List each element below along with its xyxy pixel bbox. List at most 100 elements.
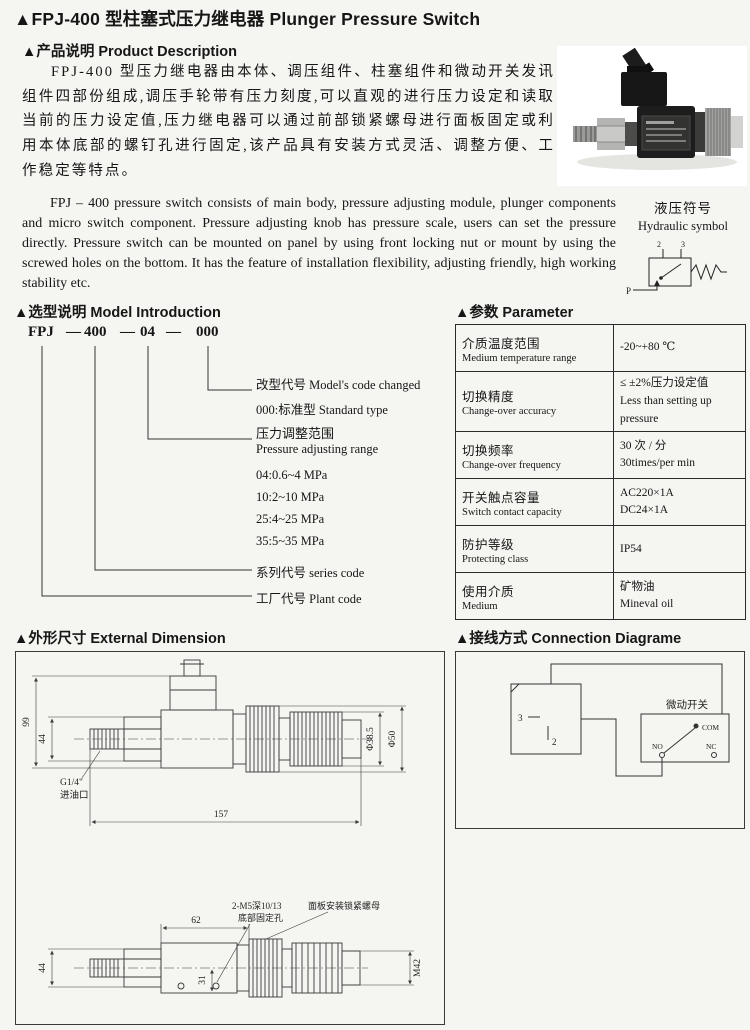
connector-pin-3-label: 3 — [518, 713, 523, 723]
param-label-cell: 使用介质 Medium — [455, 572, 614, 621]
param-label-en: Switch contact capacity — [462, 506, 562, 518]
table-row: 切换频率 Change-over frequency 30 次 / 分 30ti… — [455, 431, 746, 480]
external-dimension-drawing-box: 99 44 G1/4" 进油口 157 Φ38.5 Φ50 — [15, 651, 445, 1025]
param-value-1: IP54 — [620, 542, 642, 555]
model-code-dash3: — — [166, 324, 181, 340]
bottom-view-outline — [74, 938, 368, 998]
flow-arrow — [654, 280, 660, 286]
model-code-dash2: — — [120, 324, 135, 340]
dim-44-top-label: 44 — [38, 734, 48, 744]
model-introduction-heading: ▲选型说明 Model Introduction — [14, 305, 221, 321]
dim-31-label: 31 — [198, 975, 208, 985]
param-value-1: -20~+80 ℃ — [620, 341, 676, 354]
din-connector — [621, 72, 667, 106]
connector-neck — [627, 66, 649, 76]
model-code-plant: FPJ — [28, 324, 54, 340]
param-value-cell: AC220×1A DC24×1A — [613, 478, 746, 527]
port-inlet-label: 进油口 — [60, 789, 89, 801]
symbol-lines — [633, 249, 727, 291]
param-label-cn: 介质温度范围 — [462, 336, 541, 351]
param-label-cn: 使用介质 — [462, 584, 515, 599]
param-value-2: Less than setting up pressure — [620, 394, 712, 425]
mounting-holes-label-1: 2-M5深10/13 — [232, 901, 282, 911]
pressure-switch-photo-illustration — [557, 46, 747, 186]
range-option-10: 10:2~10 MPa — [256, 490, 325, 504]
annotation-standard-type: 000:标准型 Standard type — [256, 403, 388, 417]
hydraulic-symbol-drawing: 2 3 P — [626, 240, 727, 296]
param-label-en: Change-over frequency — [462, 459, 561, 471]
param-label-cell: 介质温度范围 Medium temperature range — [455, 324, 614, 372]
wiring-lines — [510, 663, 730, 777]
description-paragraph-cn: FPJ-400 型压力继电器由本体、调压组件、柱塞组件和微动开关发讯组件四部份组… — [22, 64, 555, 179]
param-value-cell: 矿物油 Mineval oil — [613, 572, 746, 621]
param-label-cn: 切换频率 — [462, 443, 515, 458]
table-row: 开关触点容量 Switch contact capacity AC220×1A … — [455, 478, 746, 527]
knurled-knob — [705, 108, 731, 156]
param-value-1: 30 次 / 分 — [620, 439, 667, 452]
parameter-table: 介质温度范围 Medium temperature range -20~+80 … — [455, 324, 746, 621]
param-label-cn: 开关触点容量 — [462, 490, 541, 505]
model-connector-lines — [41, 346, 252, 597]
top-view-outline — [74, 659, 374, 773]
annotation-plant-code: 工厂代号 Plant code — [256, 592, 362, 606]
param-label-cell: 切换频率 Change-over frequency — [455, 431, 614, 480]
end-cap — [731, 116, 743, 148]
dim-157-label: 157 — [214, 810, 229, 820]
terminal-nc-label: NC — [706, 742, 716, 751]
param-value-cell: 30 次 / 分 30times/per min — [613, 431, 746, 480]
param-label-en: Medium — [462, 600, 498, 612]
stem-threads — [575, 126, 596, 142]
table-row: 防护等级 Protecting class IP54 — [455, 525, 746, 574]
param-label-cn: 切换精度 — [462, 390, 515, 405]
panel-lock-nut-label: 面板安装锁紧螺母 — [308, 900, 380, 911]
annotation-series-code: 系列代号 series code — [256, 566, 365, 580]
model-code-dash1: — — [66, 324, 81, 340]
dim-phi50-label: Φ50 — [388, 731, 398, 748]
param-value-cell: IP54 — [613, 525, 746, 574]
param-value-1: ≤ ±2%压力设定值 — [620, 377, 709, 389]
param-label-cell: 切换精度 Change-over accuracy — [455, 370, 614, 433]
range-option-04: 04:0.6~4 MPa — [256, 468, 328, 482]
param-value-1: 矿物油 — [620, 580, 655, 593]
param-label-en: Medium temperature range — [462, 352, 577, 364]
hydraulic-symbol-label-en: Hydraulic symbol — [638, 219, 728, 233]
param-label-en: Protecting class — [462, 553, 529, 565]
param-value-cell: -20~+80 ℃ — [613, 324, 746, 372]
hydraulic-symbol-label-cn: 液压符号 — [654, 201, 712, 216]
model-introduction-diagram: FPJ — 400 — 04 — 000 改型代号 Model's code c… — [14, 322, 450, 618]
port-thread-label: G1/4" — [60, 778, 83, 788]
table-row: 使用介质 Medium 矿物油 Mineval oil — [455, 572, 746, 621]
model-code-range: 04 — [140, 324, 155, 340]
param-value-2: DC24×1A — [620, 504, 669, 517]
param-value-cell: ≤ ±2%压力设定值 Less than setting up pressure — [613, 370, 746, 433]
hydraulic-symbol-block: 液压符号 Hydraulic symbol 2 3 P — [618, 197, 748, 307]
external-dimension-heading: ▲外形尺寸 External Dimension — [14, 631, 226, 647]
top-view-dim-lines — [32, 675, 406, 826]
dimension-drawing: 99 44 G1/4" 进油口 157 Φ38.5 Φ50 — [22, 659, 423, 998]
terminal-no-label: NO — [652, 742, 663, 751]
connection-diagram-heading: ▲接线方式 Connection Diagrame — [455, 631, 682, 647]
page-title: ▲FPJ-400 型柱塞式压力继电器 Plunger Pressure Swit… — [14, 9, 481, 29]
param-label-cell: 开关触点容量 Switch contact capacity — [455, 478, 614, 527]
spacer-ring — [625, 122, 637, 146]
bottom-view-dim-lines — [48, 911, 414, 992]
product-description-heading: ▲产品说明 Product Description — [22, 44, 237, 60]
range-option-35: 35:5~35 MPa — [256, 534, 325, 548]
range-option-25: 25:4~25 MPa — [256, 512, 325, 526]
param-value-1: AC220×1A — [620, 486, 674, 499]
symbol-port-p-label: P — [626, 286, 631, 296]
table-row: 介质温度范围 Medium temperature range -20~+80 … — [455, 324, 746, 372]
parameter-heading: ▲参数 Parameter — [455, 305, 574, 321]
dim-44-bottom-label: 44 — [38, 963, 48, 973]
product-photo — [557, 46, 747, 186]
annotation-pressure-range-cn: 压力调整范围 — [256, 426, 335, 441]
connection-diagram-box: 3 2 微动开关 COM NO NC — [455, 651, 745, 829]
wiring-diagram: 3 2 微动开关 COM NO NC — [510, 663, 730, 777]
dim-99-label: 99 — [22, 717, 32, 727]
model-code-type: 000 — [196, 324, 219, 340]
param-value-2: Mineval oil — [620, 598, 674, 611]
table-row: 切换精度 Change-over accuracy ≤ ±2%压力设定值 Les… — [455, 370, 746, 433]
symbol-port-3-label: 3 — [681, 240, 685, 249]
model-code-series: 400 — [84, 324, 107, 340]
